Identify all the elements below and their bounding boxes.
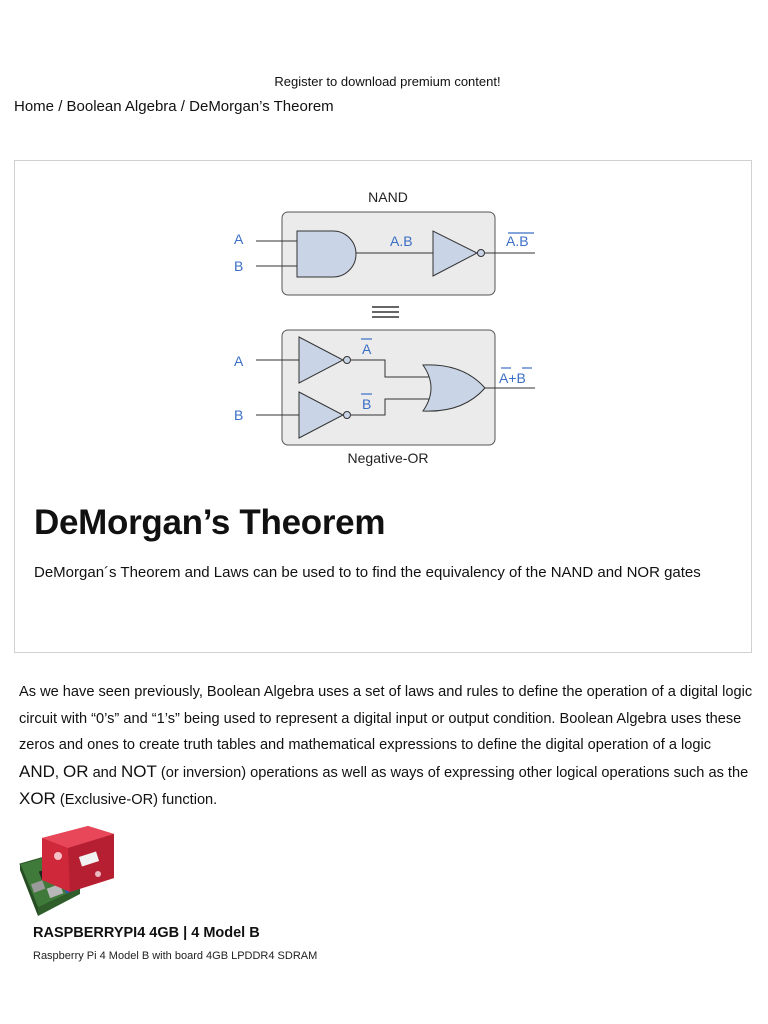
breadcrumb: Home / Boolean Algebra / DeMorgan’s Theo… <box>14 98 334 115</box>
article-and-word: and <box>88 764 121 781</box>
article-text-3: (Exclusive-OR) function. <box>55 792 218 808</box>
diagram-negative-or-label: Negative-OR <box>348 450 429 466</box>
breadcrumb-separator: / <box>58 98 63 115</box>
or-term: OR <box>63 761 89 781</box>
or-gate <box>422 364 486 412</box>
and-term: AND <box>19 761 55 781</box>
xor-term: XOR <box>19 789 56 808</box>
raspberry-pi-product-image[interactable] <box>18 826 114 922</box>
breadcrumb-current: DeMorgan’s Theorem <box>189 98 334 115</box>
product-subtitle: Raspberry Pi 4 Model B with board 4GB LP… <box>33 950 318 962</box>
not-gate-b <box>298 391 345 439</box>
not-a-label: A <box>362 341 372 357</box>
breadcrumb-home[interactable]: Home <box>14 98 55 115</box>
diagram-nand-label: NAND <box>368 189 408 205</box>
product-title[interactable]: RASPBERRYPI4 4GB | 4 Model B <box>33 925 260 941</box>
diagram-input-a-bottom: A <box>234 353 244 369</box>
not-b-label: B <box>362 396 371 412</box>
diagram-input-b: B <box>234 258 243 274</box>
and-gate <box>296 230 357 278</box>
diagram-input-a: A <box>234 231 244 247</box>
article-text-2: (or inversion) operations as well as way… <box>156 764 749 781</box>
nand-output-label: A.B <box>506 233 529 249</box>
featured-card[interactable]: NAND A B A.B A.B A B A B <box>14 160 752 653</box>
not-gate-a <box>298 336 345 384</box>
article-comma: , <box>54 764 64 781</box>
article-paragraph: As we have seen previously, Boolean Alge… <box>19 679 754 814</box>
or-output-label: A+B <box>499 370 526 386</box>
not-term: NOT <box>120 761 157 781</box>
breadcrumb-separator: / <box>180 98 185 115</box>
register-banner[interactable]: Register to download premium content! <box>274 74 501 89</box>
article-text-1: As we have seen previously, Boolean Alge… <box>19 684 753 753</box>
card-title[interactable]: DeMorgan’s Theorem <box>34 503 386 542</box>
card-description: DeMorgan´s Theorem and Laws can be used … <box>34 564 701 581</box>
breadcrumb-boolean-algebra[interactable]: Boolean Algebra <box>66 98 177 115</box>
and-output-label: A.B <box>390 233 413 249</box>
not-gate-top <box>432 230 479 277</box>
demorgan-diagram: NAND A B A.B A.B A B A B <box>234 189 535 466</box>
diagram-input-b-bottom: B <box>234 407 243 423</box>
